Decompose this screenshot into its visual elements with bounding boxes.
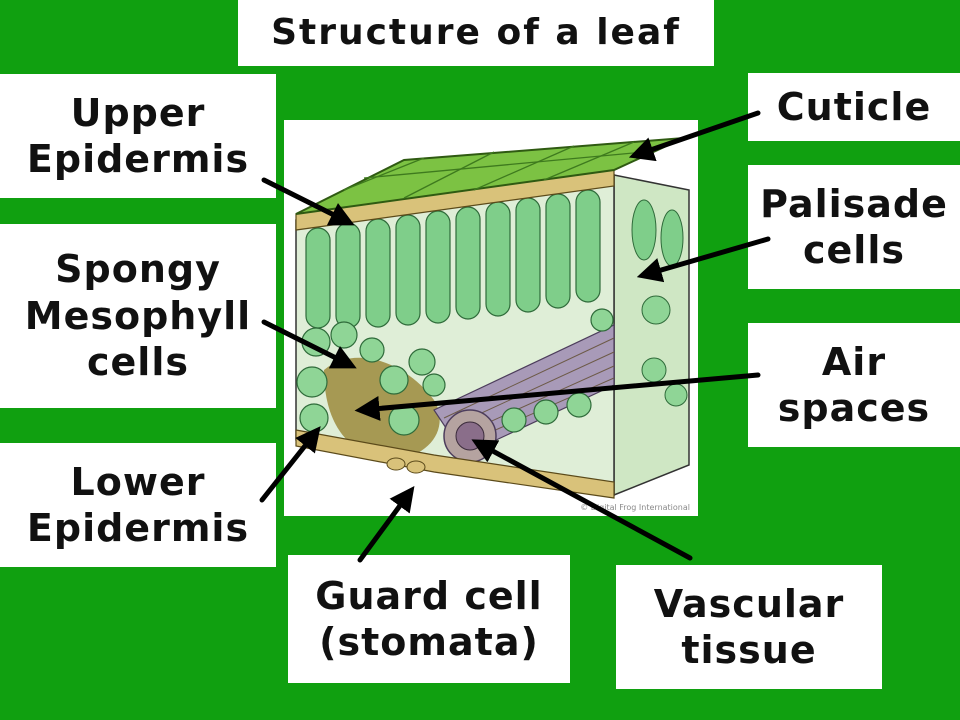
spongy-cell (533, 399, 559, 425)
palisade-cell (365, 218, 391, 328)
guard-cell (386, 457, 406, 471)
palisade-cell (575, 189, 601, 303)
label-spongy-mesophyll: Spongy Mesophyll cells (0, 224, 276, 408)
palisade-cell (425, 210, 451, 324)
label-palisade-cells: Palisade cells (748, 165, 960, 289)
side-palisade-cell (631, 199, 657, 261)
label-line: Vascular (653, 581, 845, 626)
cell-outline (543, 141, 635, 181)
xylem-core (455, 421, 485, 451)
spongy-cell (359, 337, 385, 363)
palisade-cell (455, 206, 481, 320)
label-line: tissue (681, 628, 817, 672)
label-upper-epidermis: Upper Epidermis (0, 74, 276, 198)
label-line: Lower (70, 459, 206, 504)
label-line: Air (821, 339, 887, 384)
spongy-cell (422, 373, 446, 397)
cell-outline (343, 157, 425, 191)
spongy-cell (408, 348, 436, 376)
spongy-cell (301, 327, 331, 357)
label-guard-cell: Guard cell (stomata) (288, 555, 570, 683)
leaf-cross-section-illustration (295, 137, 690, 499)
cell-outline (473, 145, 575, 191)
palisade-cell (395, 214, 421, 326)
palisade-cell (545, 193, 571, 309)
spongy-cell (566, 392, 592, 418)
label-line: Epidermis (26, 506, 250, 550)
label-line: Epidermis (26, 137, 250, 181)
palisade-layer (305, 189, 601, 329)
spongy-cell (388, 404, 420, 436)
image-credit: © Digital Frog International (580, 503, 690, 512)
cell-outline (403, 151, 495, 199)
label-line: Spongy (55, 247, 221, 292)
cuticle-cell-outlines (343, 141, 645, 199)
leaf-cross-section-panel: © Digital Frog International (284, 120, 698, 516)
palisade-cell (335, 222, 361, 329)
label-line: Palisade (760, 181, 948, 226)
spongy-cell (296, 366, 328, 398)
side-spongy-cell (664, 383, 688, 407)
page-title: Structure of a leaf (238, 0, 714, 66)
palisade-cell (305, 227, 331, 329)
label-cuticle: Cuticle (748, 73, 960, 141)
spongy-cell (299, 403, 329, 433)
label-line: spaces (777, 386, 931, 430)
label-line: Mesophyll (24, 293, 252, 338)
side-palisade-cell (660, 209, 684, 267)
label-line: (stomata) (319, 620, 539, 664)
title-text: Structure of a leaf (271, 12, 681, 54)
label-line: Guard cell (315, 573, 543, 618)
spongy-cell (379, 365, 409, 395)
label-line: Cuticle (776, 84, 932, 129)
cell-outline (363, 151, 645, 179)
label-line: cells (87, 340, 189, 385)
spongy-cell (330, 321, 358, 349)
label-line: cells (803, 228, 905, 272)
side-spongy-cell (641, 295, 671, 325)
palisade-cell (485, 201, 511, 317)
guard-cell (406, 460, 426, 474)
label-line: Upper (70, 90, 206, 135)
spongy-cell (501, 407, 527, 433)
side-spongy-cell (641, 357, 667, 383)
spongy-cell (590, 308, 614, 332)
label-lower-epidermis: Lower Epidermis (0, 443, 276, 567)
palisade-cell (515, 197, 541, 313)
label-vascular-tissue: Vascular tissue (616, 565, 882, 689)
label-air-spaces: Air spaces (748, 323, 960, 447)
